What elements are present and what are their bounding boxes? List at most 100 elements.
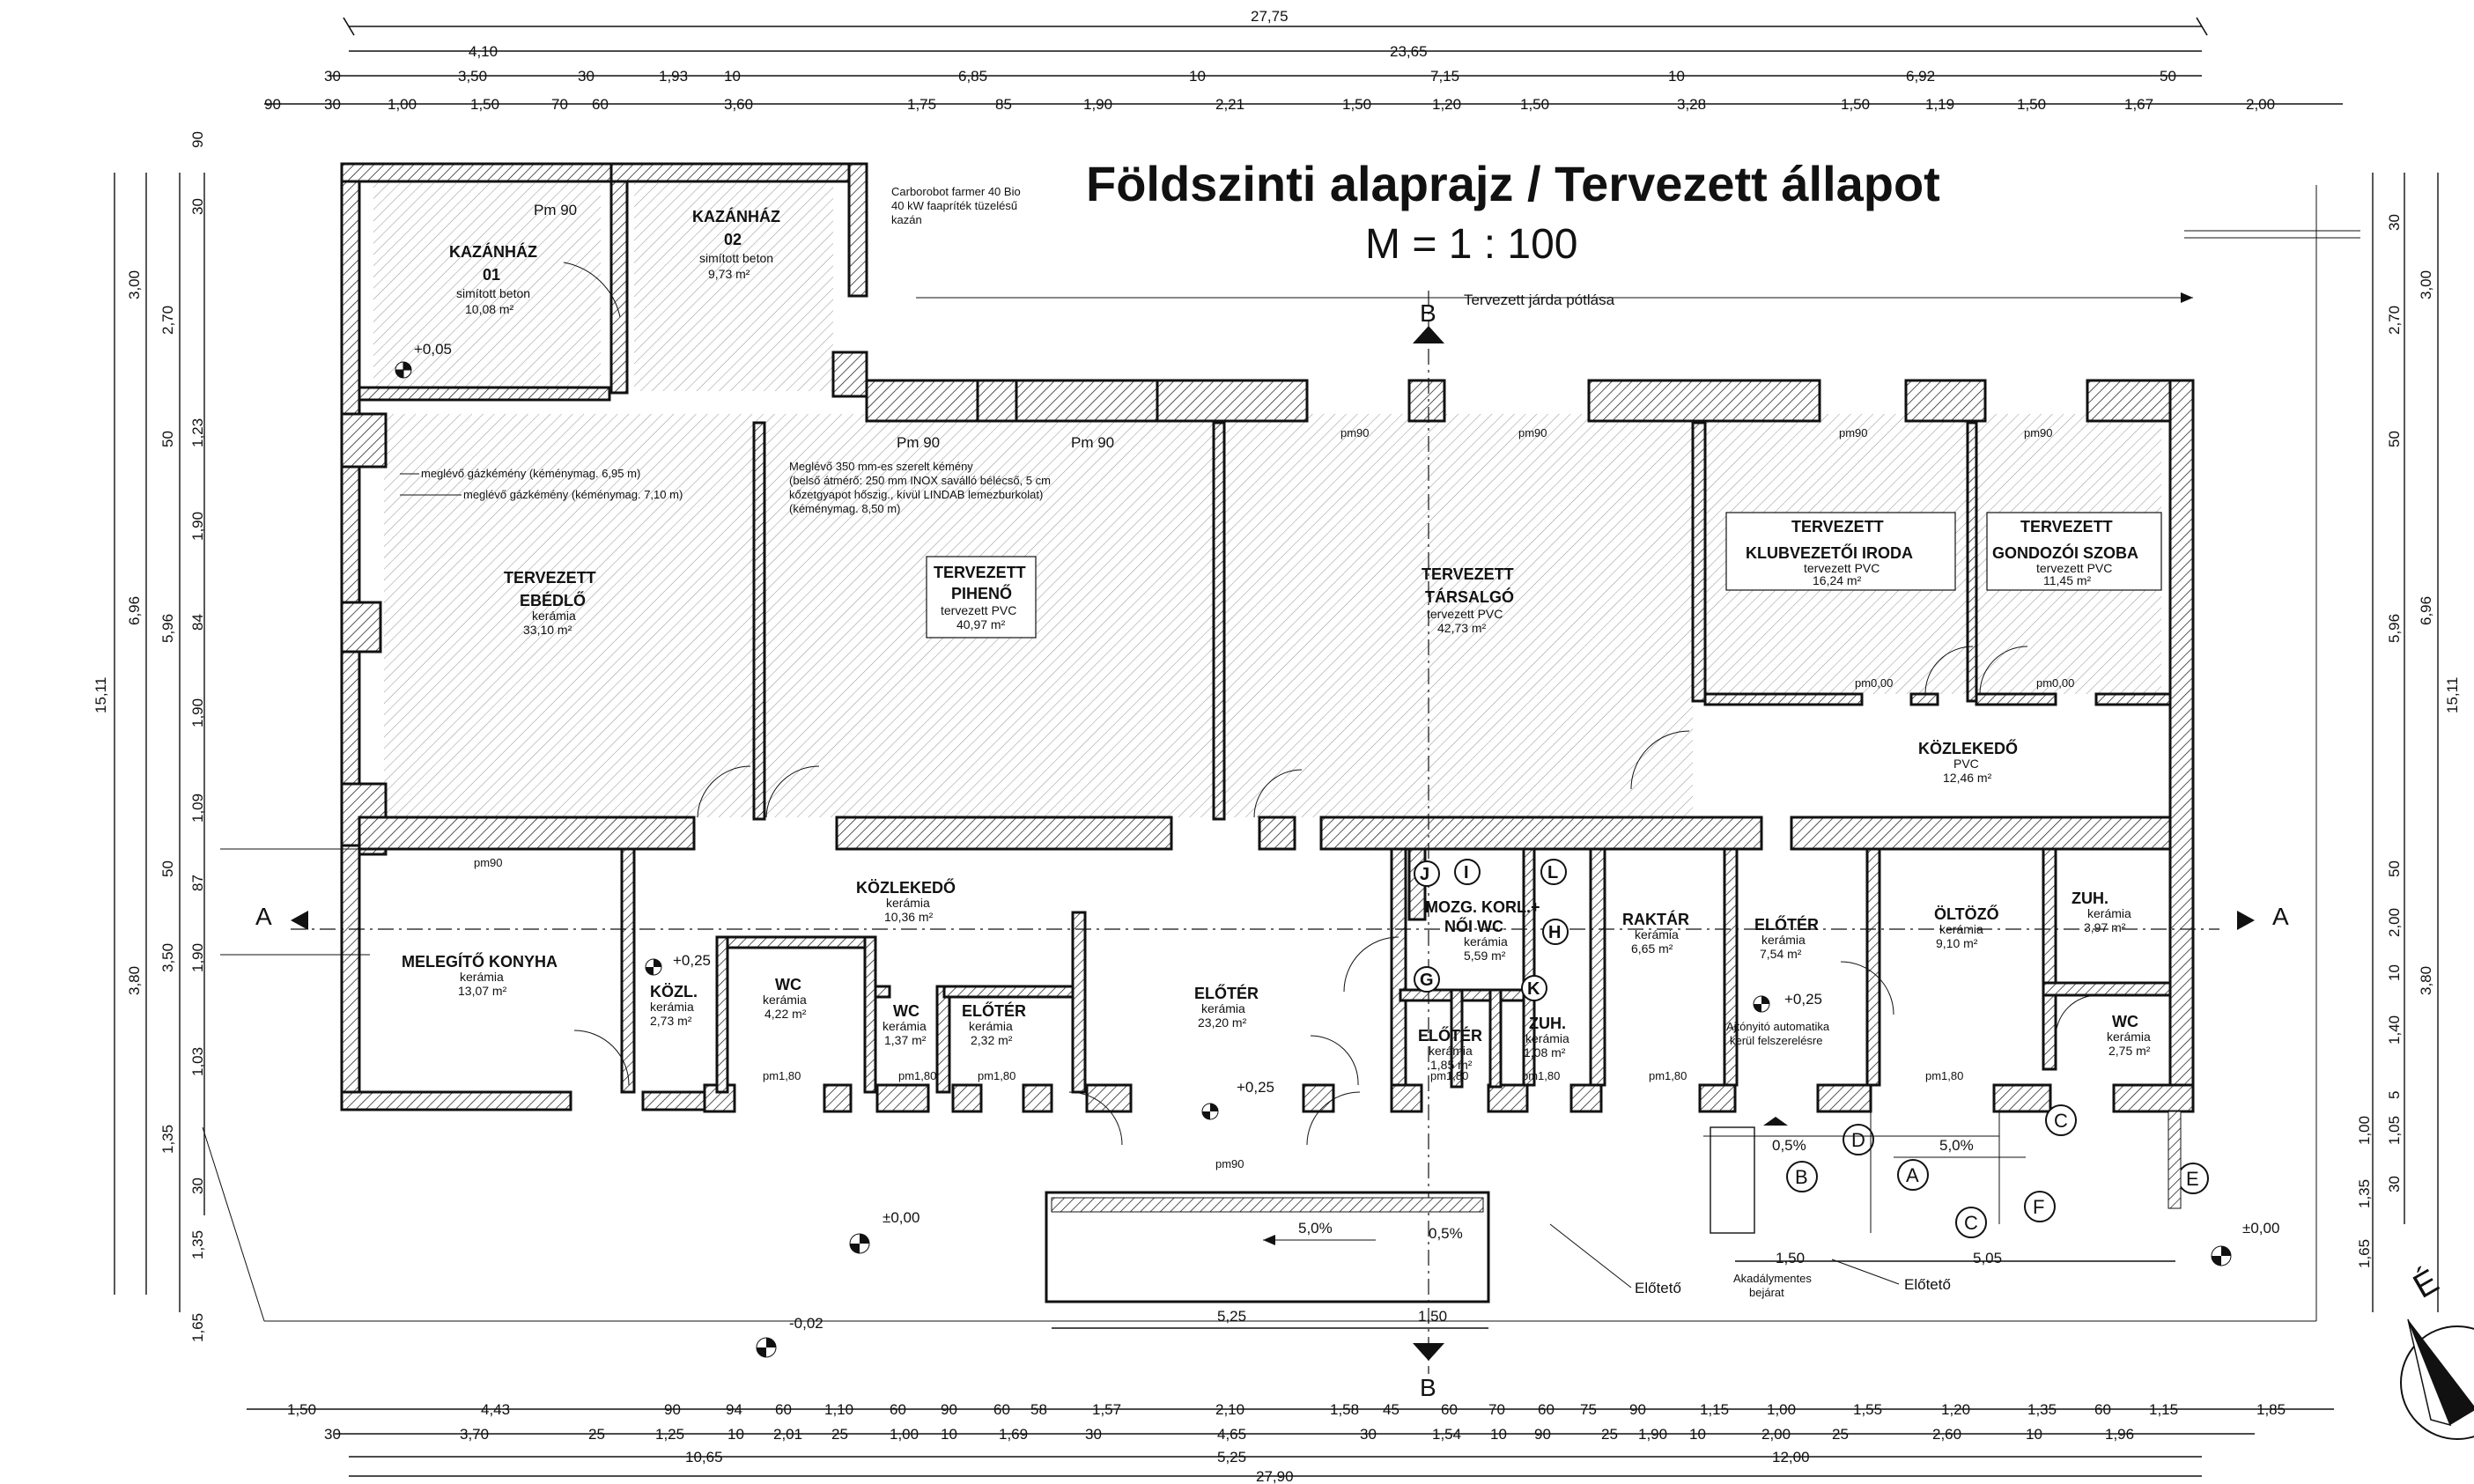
opening-pm0-2: pm0,00 <box>2036 676 2074 690</box>
room-piheno-name2: PIHENŐ <box>951 584 1012 602</box>
dim-left-r2-1: 6,96 <box>126 596 143 625</box>
dim-bot-r1-26: 1,85 <box>2256 1401 2286 1418</box>
dim-bot-r1-18: 90 <box>1629 1401 1646 1418</box>
level-l3: +0,25 <box>1237 1079 1274 1096</box>
room-kozlekedo1-area: 12,46 m² <box>1943 771 1992 785</box>
walls <box>340 162 2195 1113</box>
room-kazanhaz02-name: KAZÁNHÁZ <box>692 207 780 225</box>
dim-top-r4-3: 1,50 <box>470 96 499 113</box>
room-mozg-floor: kerámia <box>1464 934 1508 949</box>
room-ebedlo-name1: TERVEZETT <box>504 569 596 587</box>
dim-bot-r2-1: 3,70 <box>460 1426 489 1443</box>
room-eloter3-name: ELŐTÉR <box>1418 1026 1482 1045</box>
floor-kazanhaz02 <box>634 183 833 391</box>
dim-top-r4-17: 1,50 <box>2017 96 2046 113</box>
dim-bot-r2-11: 4,65 <box>1217 1426 1246 1443</box>
dim-bot-r2-15: 90 <box>1534 1426 1551 1443</box>
ramp-slope-1: 5,0% <box>1298 1220 1333 1237</box>
dim-left-r3-9: 1,90 <box>189 943 206 972</box>
dim-right-r3-10: 30 <box>2386 1176 2403 1192</box>
drawing-scale: M = 1 : 100 <box>1365 221 1577 268</box>
room-gondozo-area: 11,45 m² <box>2043 573 2092 587</box>
room-wc3-floor: kerámia <box>2107 1030 2151 1044</box>
dim-bot-r1-13: 45 <box>1383 1401 1399 1418</box>
room-kozlekedo2-name: KÖZLEKEDŐ <box>856 878 956 897</box>
room-wc2-name: WC <box>893 1002 919 1020</box>
note-chimney-3c: kőzetgyapot hőszig., kívül LINDAB lemezb… <box>789 488 1043 501</box>
room-eloter3-area: 1,85 m² <box>1430 1058 1473 1072</box>
opening-pm90-9: pm90 <box>1215 1157 1244 1170</box>
note-chimney-1: meglévő gázkémény (kéménymag. 6,95 m) <box>421 467 640 480</box>
dim-left-r3-3: 1,23 <box>189 418 206 447</box>
room-raktar-name: RAKTÁR <box>1622 910 1689 928</box>
dim-top-r4-0: 90 <box>264 96 281 113</box>
equipment-markers: J I L H G K <box>1414 859 1569 1001</box>
opening-pm180-6: pm1,80 <box>1649 1069 1687 1082</box>
dim-bot-r1-5: 1,10 <box>824 1401 853 1418</box>
dim-top-r3-4: 10 <box>724 68 741 85</box>
ramp-slope-3: 0,5% <box>1772 1137 1806 1154</box>
dim-right-r3-7: 1,40 <box>2386 1015 2403 1045</box>
room-gondozo-name1: TERVEZETT <box>2020 518 2113 535</box>
section-a-left-arrow <box>291 911 308 930</box>
room-kazanhaz02-area: 9,73 m² <box>708 267 750 281</box>
note-accessible-2: bejárat <box>1749 1286 1784 1299</box>
level-marks: +0,05 +0,25 +0,25 +0,25 ±0,00 -0,02 ±0,0… <box>395 341 2279 1358</box>
note-chimney-2: meglévő gázkémény (kéménymag. 7,10 m) <box>463 488 683 501</box>
room-iroda-name2: KLUBVEZETŐI IRODA <box>1746 543 1913 562</box>
dim-left-r3-6: 1,90 <box>189 698 206 727</box>
dim-top-r2-1: 23,65 <box>1390 43 1428 60</box>
room-zuh2-name: ZUH. <box>2072 890 2108 907</box>
room-kozlekedo2-floor: kerámia <box>886 896 930 910</box>
dim-bot-r1-15: 70 <box>1488 1401 1505 1418</box>
room-kazanhaz02-floor: simított beton <box>699 251 773 265</box>
opening-pm180-4: pm1,80 <box>1430 1069 1468 1082</box>
dim-bot-r1-23: 1,35 <box>2027 1401 2057 1418</box>
dim-top-r2-0: 4,10 <box>469 43 498 60</box>
dim-bot-r2-10: 30 <box>1085 1426 1102 1443</box>
dim-top-r4-16: 1,19 <box>1925 96 1954 113</box>
dim-left-r3-5: 84 <box>189 614 206 631</box>
dim-top-r4-14: 3,28 <box>1677 96 1706 113</box>
dim-bot-r2-17: 1,90 <box>1638 1426 1667 1443</box>
opening-pm0-1: pm0,00 <box>1855 676 1893 690</box>
dim-bot-r2-18: 10 <box>1689 1426 1706 1443</box>
dim-bot-r1-7: 90 <box>941 1401 957 1418</box>
dim-bot-r1-24: 60 <box>2094 1401 2111 1418</box>
dim-bot-r1-20: 1,00 <box>1767 1401 1796 1418</box>
dim-bot-r1-1: 4,43 <box>481 1401 510 1418</box>
dim-left-r3-0: 90 <box>189 131 206 148</box>
note-chimney-3a: Meglévő 350 mm-es szerelt kémény <box>789 460 973 473</box>
room-eloter3-floor: kerámia <box>1429 1044 1473 1058</box>
dim-top-r3-0: 30 <box>324 68 341 85</box>
dim-left-r3-12: 30 <box>189 1178 206 1194</box>
room-eloter2-floor: kerámia <box>1201 1001 1245 1015</box>
dim-bot-r2-4: 10 <box>727 1426 744 1443</box>
dim-top-r4-8: 85 <box>995 96 1012 113</box>
dim-right-r3-1: 2,70 <box>2386 306 2403 335</box>
dim-top-r3-10: 50 <box>2160 68 2176 85</box>
room-oltozo-floor: kerámia <box>1939 922 1983 936</box>
dim-bot-r2-14: 10 <box>1490 1426 1507 1443</box>
section-a-right-label: A <box>2272 903 2289 930</box>
note-boiler-1: Carborobot farmer 40 Bio <box>891 185 1021 198</box>
dim-bot-r2-16: 25 <box>1601 1426 1618 1443</box>
grid-f: F <box>2033 1196 2044 1218</box>
room-eloter1-floor: kerámia <box>969 1019 1013 1033</box>
dim-bot-r1-9: 58 <box>1030 1401 1047 1418</box>
room-wc1-area: 4,22 m² <box>764 1007 807 1021</box>
note-canopy-2: Előtető <box>1904 1276 1951 1293</box>
room-piheno-area: 40,97 m² <box>956 617 1006 631</box>
room-iroda-area: 16,24 m² <box>1813 573 1862 587</box>
dim-bot-r1-21: 1,55 <box>1853 1401 1882 1418</box>
dim-bot-r2-23: 1,96 <box>2105 1426 2134 1443</box>
section-b-top-label: B <box>1420 299 1436 327</box>
dim-bot-r2-8: 10 <box>941 1426 957 1443</box>
dim-left-r3-13: 1,35 <box>189 1230 206 1259</box>
dim-right-r3-9: 1,05 <box>2386 1116 2403 1145</box>
dim-top-r3-6: 10 <box>1189 68 1206 85</box>
dim-bot-r3-1: 5,25 <box>1217 1449 1246 1466</box>
entrance-area: 5,0% 0,5% 0,5% 5,0% <box>1045 1101 2182 1303</box>
dim-top-r4-2: 1,00 <box>388 96 417 113</box>
